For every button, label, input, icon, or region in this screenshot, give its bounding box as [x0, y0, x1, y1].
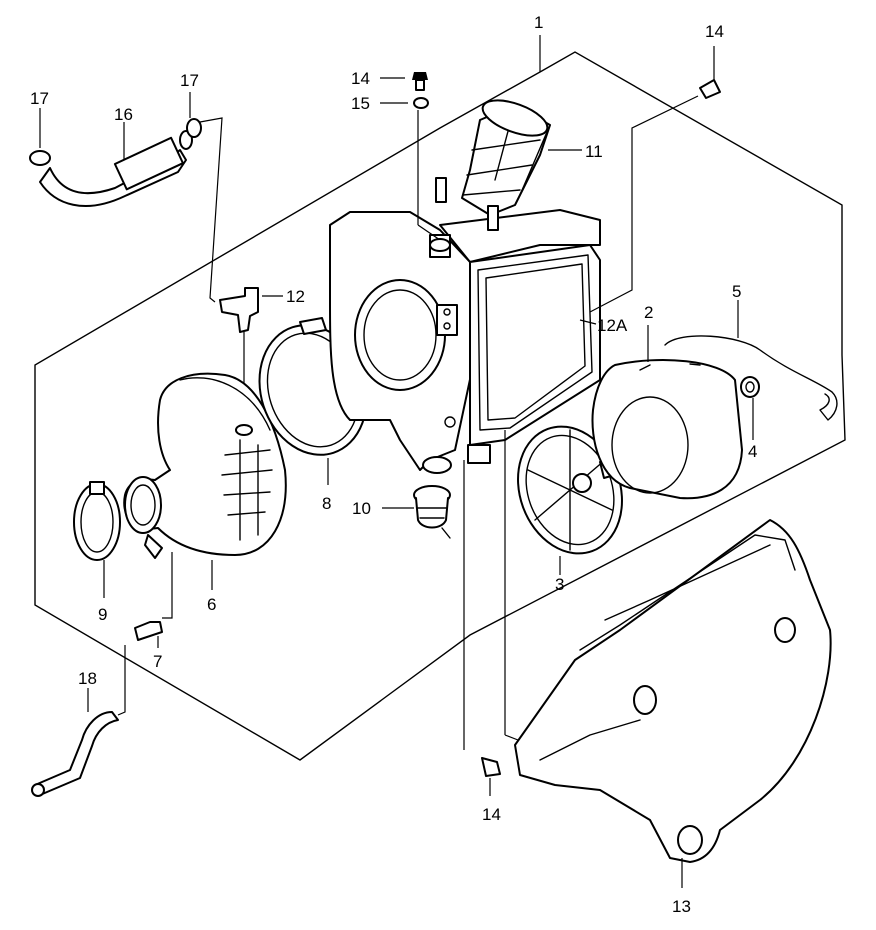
callout-15: 15: [351, 94, 370, 113]
hose-route-line: [199, 117, 223, 303]
callout-13: 13: [672, 897, 691, 916]
elbow-fitting-12: [219, 287, 283, 333]
filter-element-3: [517, 425, 633, 575]
clip-17-left: [29, 108, 51, 166]
callout-17-right: 17: [180, 71, 199, 90]
bolt-14-right: [589, 46, 721, 313]
callout-18: 18: [78, 669, 97, 688]
callout-14-right: 14: [351, 69, 370, 88]
callout-10: 10: [352, 499, 371, 518]
intake-housing-6: [123, 372, 287, 590]
callout-11: 11: [585, 142, 603, 161]
callout-12: 12: [286, 287, 305, 306]
grommet-10: [382, 485, 451, 539]
drain-hose-18: [31, 645, 126, 797]
callout-2: 2: [644, 303, 653, 322]
callout-8: 8: [322, 494, 331, 513]
callout-14-top: 14: [705, 22, 724, 41]
callout-3: 3: [555, 575, 564, 594]
callout-16: 16: [114, 105, 133, 124]
intake-boot-11: [461, 99, 582, 216]
box-pins: [429, 177, 499, 252]
callout-7: 7: [153, 652, 162, 671]
air-box-1: [329, 110, 601, 474]
callout-9: 9: [98, 605, 107, 624]
bolt-14-top: [380, 72, 428, 91]
drain-plug-7: [134, 552, 173, 648]
seal-12a-leader: [579, 319, 597, 325]
washer-4: [740, 376, 760, 440]
bolt-14-bottom: [463, 460, 501, 796]
hose-clamp-9: [73, 481, 121, 598]
callout-1: 1: [534, 13, 543, 32]
callout-labels: 1 2 3 4 5 6 7 8 9 10 11 12 12A 13 14 14 …: [30, 13, 757, 916]
callout-12a: 12A: [597, 316, 628, 335]
callout-6: 6: [207, 595, 216, 614]
callout-5: 5: [732, 282, 741, 301]
filter-cover-2: [591, 325, 743, 500]
callout-14-bottom: 14: [482, 805, 501, 824]
side-cover-13: [504, 430, 832, 888]
washer-15: [380, 97, 429, 109]
assembly-frame: [34, 35, 846, 761]
spring-wire-5: [664, 300, 838, 421]
callout-4: 4: [748, 442, 757, 461]
breather-hose-16: [39, 122, 193, 207]
callout-17-left: 17: [30, 89, 49, 108]
clip-17-right: [186, 92, 202, 138]
